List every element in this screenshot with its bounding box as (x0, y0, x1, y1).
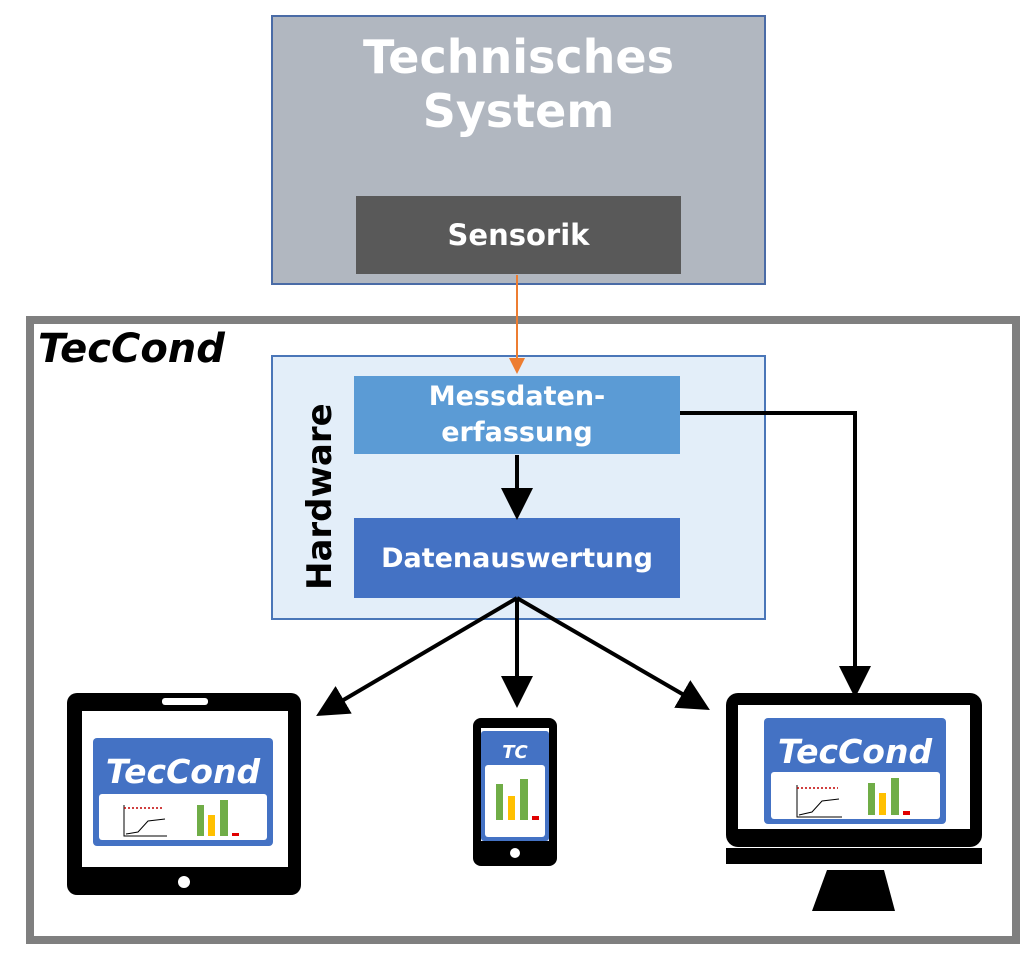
hardware-label: Hardware (300, 403, 340, 590)
tablet-screen-title: TecCond (105, 752, 261, 791)
measurement-acquisition-box: Messdaten- erfassung (354, 376, 680, 454)
sensor-label: Sensorik (447, 218, 590, 252)
sensor-box: Sensorik (356, 196, 681, 274)
technical-system-title-line2: System (422, 84, 615, 138)
phone-screen-title: TC (502, 742, 528, 763)
technical-system-title: Technisches System (271, 30, 766, 138)
monitor-screen-title: TecCond (777, 732, 933, 771)
teccond-label: TecCond (38, 326, 225, 372)
data-evaluation-label: Datenauswertung (381, 542, 653, 574)
measurement-label-line2: erfassung (441, 417, 593, 448)
technical-system-title-line1: Technisches (363, 30, 674, 84)
measurement-label-line1: Messdaten- (428, 381, 606, 412)
data-evaluation-box: Datenauswertung (354, 518, 680, 598)
